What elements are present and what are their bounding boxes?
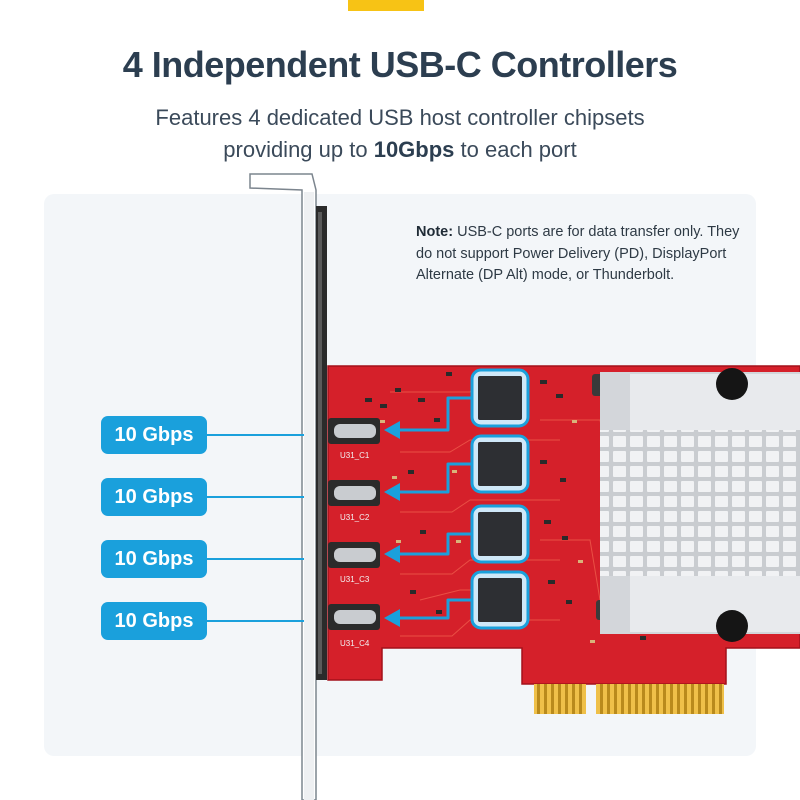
- speed-badge-3: 10 Gbps: [101, 540, 207, 578]
- port-label-c1: U31_C1: [340, 451, 370, 460]
- arrow-path-2: [398, 462, 472, 494]
- subtitle-line-2: providing up to 10Gbps to each port: [100, 134, 700, 166]
- accent-bar: [348, 0, 424, 11]
- port-label-c2: U31_C2: [340, 513, 370, 522]
- subtitle-prefix: providing up to: [223, 137, 374, 162]
- speed-badge-2: 10 Gbps: [101, 478, 207, 516]
- note-text: Note: USB-C ports are for data transfer …: [416, 222, 746, 287]
- note-label: Note:: [416, 224, 454, 240]
- controller-chips: [470, 368, 530, 630]
- speed-badge-4: 10 Gbps: [101, 602, 207, 640]
- pcie-gold-fingers: [534, 684, 724, 714]
- arrow-left-icon: [384, 483, 400, 501]
- page-subtitle: Features 4 dedicated USB host controller…: [100, 102, 700, 166]
- arrow-path-1: [398, 396, 472, 432]
- port-label-c3: U31_C3: [340, 575, 370, 584]
- metal-bracket: [249, 173, 327, 800]
- arrow-left-icon: [384, 609, 400, 627]
- note-body: USB-C ports are for data transfer only. …: [416, 224, 740, 283]
- subtitle-suffix: to each port: [454, 137, 577, 162]
- arrow-path-3: [398, 532, 472, 556]
- speed-badge-1: 10 Gbps: [101, 416, 207, 454]
- page-title: 4 Independent USB-C Controllers: [122, 44, 678, 85]
- arrow-path-4: [398, 598, 472, 620]
- subtitle-line-1: Features 4 dedicated USB host controller…: [155, 105, 645, 130]
- arrow-left-icon: [384, 421, 400, 439]
- arrow-left-icon: [384, 545, 400, 563]
- subtitle-speed: 10Gbps: [373, 137, 455, 162]
- usb-c-ports: [328, 418, 380, 630]
- heatsink: [600, 368, 800, 642]
- port-label-c4: U31_C4: [340, 639, 370, 648]
